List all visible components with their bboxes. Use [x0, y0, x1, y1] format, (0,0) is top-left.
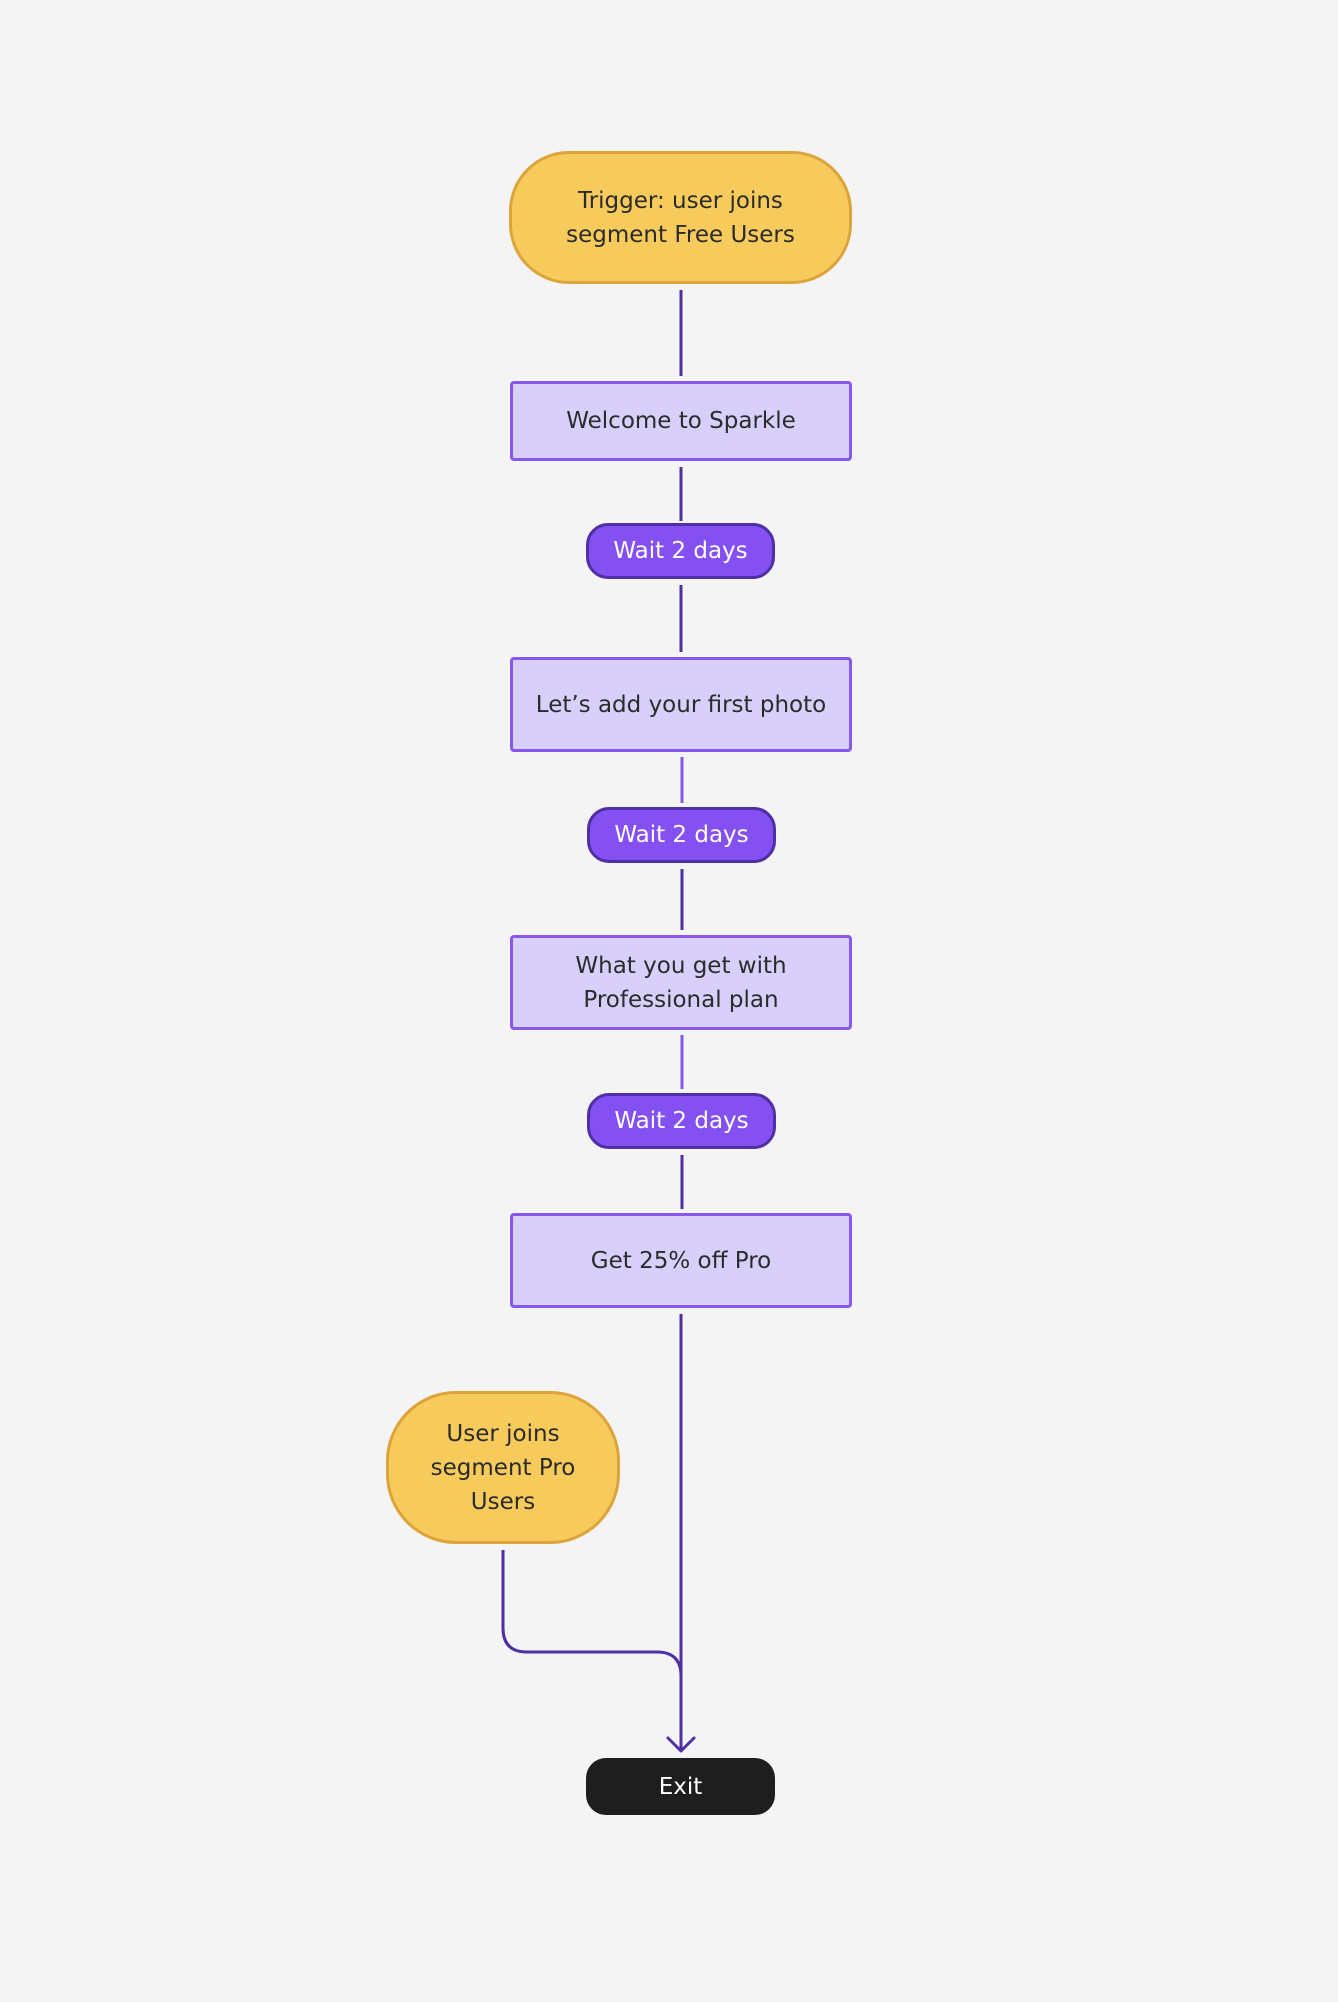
- email-node-welcome-label: Welcome to Sparkle: [566, 408, 796, 434]
- exit-trigger-node-label: User joins segment Pro Users: [430, 1420, 576, 1515]
- exit-arrowhead-icon: [666, 1736, 696, 1753]
- wait-node-2-label: Wait 2 days: [614, 822, 749, 848]
- wait-node-2[interactable]: Wait 2 days: [587, 807, 776, 863]
- exit-node-label: Exit: [658, 1773, 703, 1800]
- trigger-node-label: Trigger: user joins segment Free Users: [566, 187, 795, 248]
- wait-node-3[interactable]: Wait 2 days: [587, 1093, 776, 1149]
- connector-pro-users-to-exit: [501, 1550, 683, 1677]
- exit-node[interactable]: Exit: [586, 1758, 775, 1815]
- wait-node-3-label: Wait 2 days: [614, 1108, 749, 1134]
- email-node-professional-plan-label: What you get with Professional plan: [575, 952, 787, 1013]
- email-node-welcome[interactable]: Welcome to Sparkle: [510, 381, 852, 461]
- email-node-first-photo[interactable]: Let’s add your first photo: [510, 657, 852, 752]
- exit-trigger-node-pro-users[interactable]: User joins segment Pro Users: [386, 1391, 620, 1544]
- trigger-node-free-users[interactable]: Trigger: user joins segment Free Users: [509, 151, 852, 284]
- wait-node-1-label: Wait 2 days: [613, 538, 748, 564]
- wait-node-1[interactable]: Wait 2 days: [586, 523, 775, 579]
- email-node-discount-label: Get 25% off Pro: [590, 1247, 772, 1274]
- email-node-discount[interactable]: Get 25% off Pro: [510, 1213, 852, 1308]
- email-node-first-photo-label: Let’s add your first photo: [535, 691, 827, 718]
- email-node-professional-plan[interactable]: What you get with Professional plan: [510, 935, 852, 1030]
